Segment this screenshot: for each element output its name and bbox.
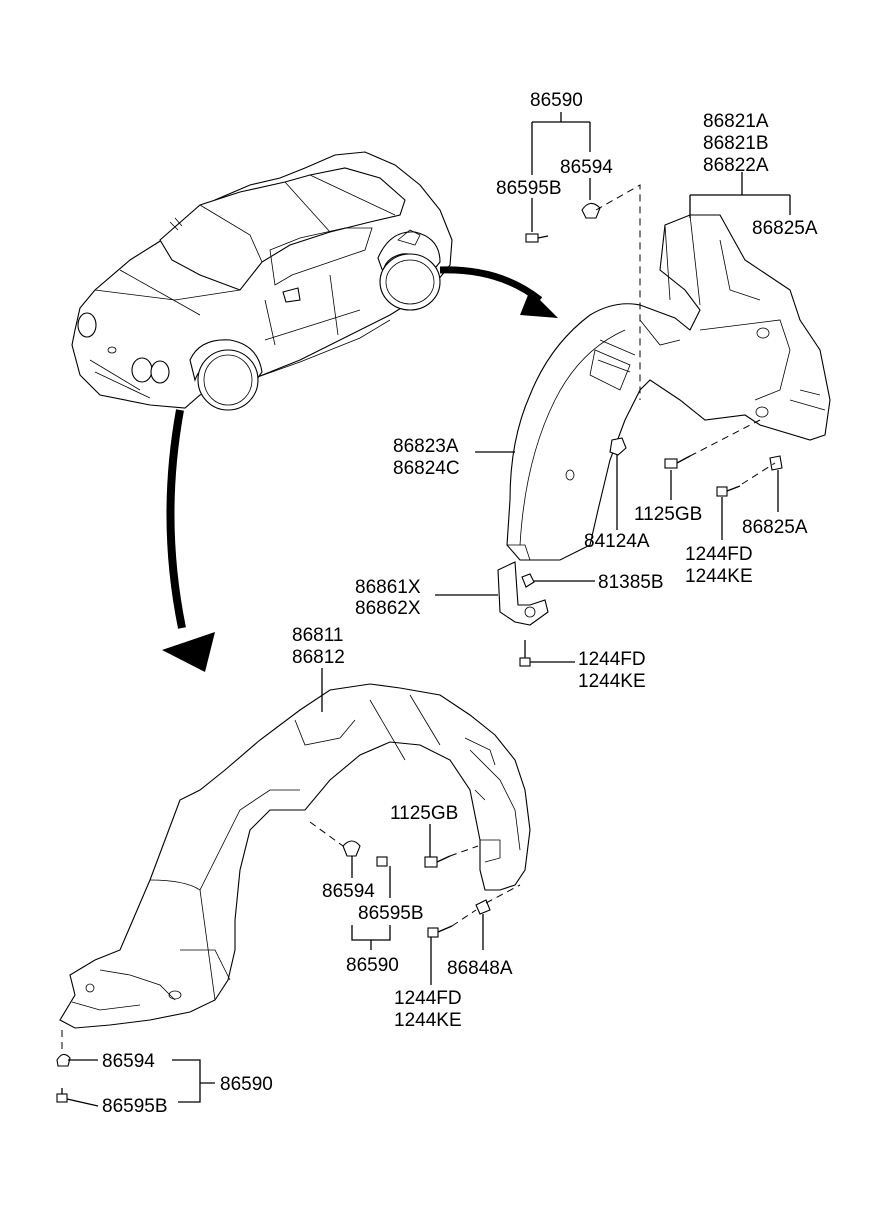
nut-icon: [609, 437, 627, 456]
label-front-1125gb: 1125GB: [390, 803, 458, 824]
label-rear-1244fd: 1244FD: [685, 544, 753, 565]
clip-icon: [342, 840, 361, 857]
label-front-screw: 86595B: [358, 903, 424, 924]
screw-icon: [424, 855, 451, 868]
label-bracket-1244ke: 1244KE: [578, 671, 646, 692]
screw-icon: [376, 856, 388, 867]
label-rear-86825a-top: 86825A: [752, 218, 818, 239]
car-illustration: [71, 151, 453, 411]
label-rear-nut: 84124A: [584, 531, 650, 552]
label-rear-liner-c: 86822A: [703, 155, 769, 176]
label-rear-set: 86590: [530, 90, 583, 111]
part-labels: 86590 86594 86595B 86821A 86821B 86822A …: [102, 90, 818, 1117]
label-front-guard-a: 86811: [292, 625, 343, 646]
screw-icon: [716, 485, 741, 497]
label-rear-86825a-bottom: 86825A: [742, 517, 808, 538]
label-bracket-x: 86861X: [355, 577, 421, 598]
label-rear-guard-c: 86824C: [393, 458, 460, 479]
label-front-clip: 86594: [322, 881, 375, 902]
label-rear-liner-a: 86821A: [703, 111, 769, 132]
label-bracket-nut: 81385B: [598, 572, 664, 593]
screw-icon: [664, 455, 691, 469]
screw-icon: [427, 925, 453, 938]
label-bracket-1244fd: 1244FD: [578, 649, 646, 670]
clip-icon: [56, 1053, 71, 1067]
label-front-1244fd: 1244FD: [394, 988, 462, 1009]
rear-wheel-guard: [506, 214, 831, 561]
curved-arrow: [162, 266, 558, 672]
clip-icon: [769, 455, 783, 471]
label-front-86848a: 86848A: [447, 958, 513, 979]
bracket-icon: [497, 561, 549, 626]
label-bottom-clip: 86594: [102, 1051, 155, 1072]
clip-icon: [581, 202, 601, 219]
label-front-guard-b: 86812: [292, 647, 345, 668]
label-rear-liner-b: 86821B: [703, 133, 769, 154]
label-front-set: 86590: [346, 955, 399, 976]
screw-icon: [519, 640, 531, 667]
label-rear-guard-a: 86823A: [393, 436, 459, 457]
screw-icon: [525, 233, 549, 243]
label-bracket-x2: 86862X: [355, 598, 421, 619]
leader-lines: [61, 112, 791, 1107]
front-wheel-guard: [59, 683, 531, 1029]
nut-icon: [521, 573, 535, 588]
label-rear-screw: 86595B: [496, 178, 562, 199]
label-rear-1125gb: 1125GB: [634, 504, 702, 525]
label-front-1244ke: 1244KE: [394, 1010, 462, 1031]
label-bottom-screw: 86595B: [102, 1096, 168, 1117]
label-rear-clip: 86594: [560, 157, 613, 178]
screw-icon: [56, 1088, 68, 1103]
label-bottom-set: 86590: [220, 1074, 273, 1095]
clip-icon: [475, 899, 491, 915]
label-rear-1244ke: 1244KE: [685, 566, 753, 587]
